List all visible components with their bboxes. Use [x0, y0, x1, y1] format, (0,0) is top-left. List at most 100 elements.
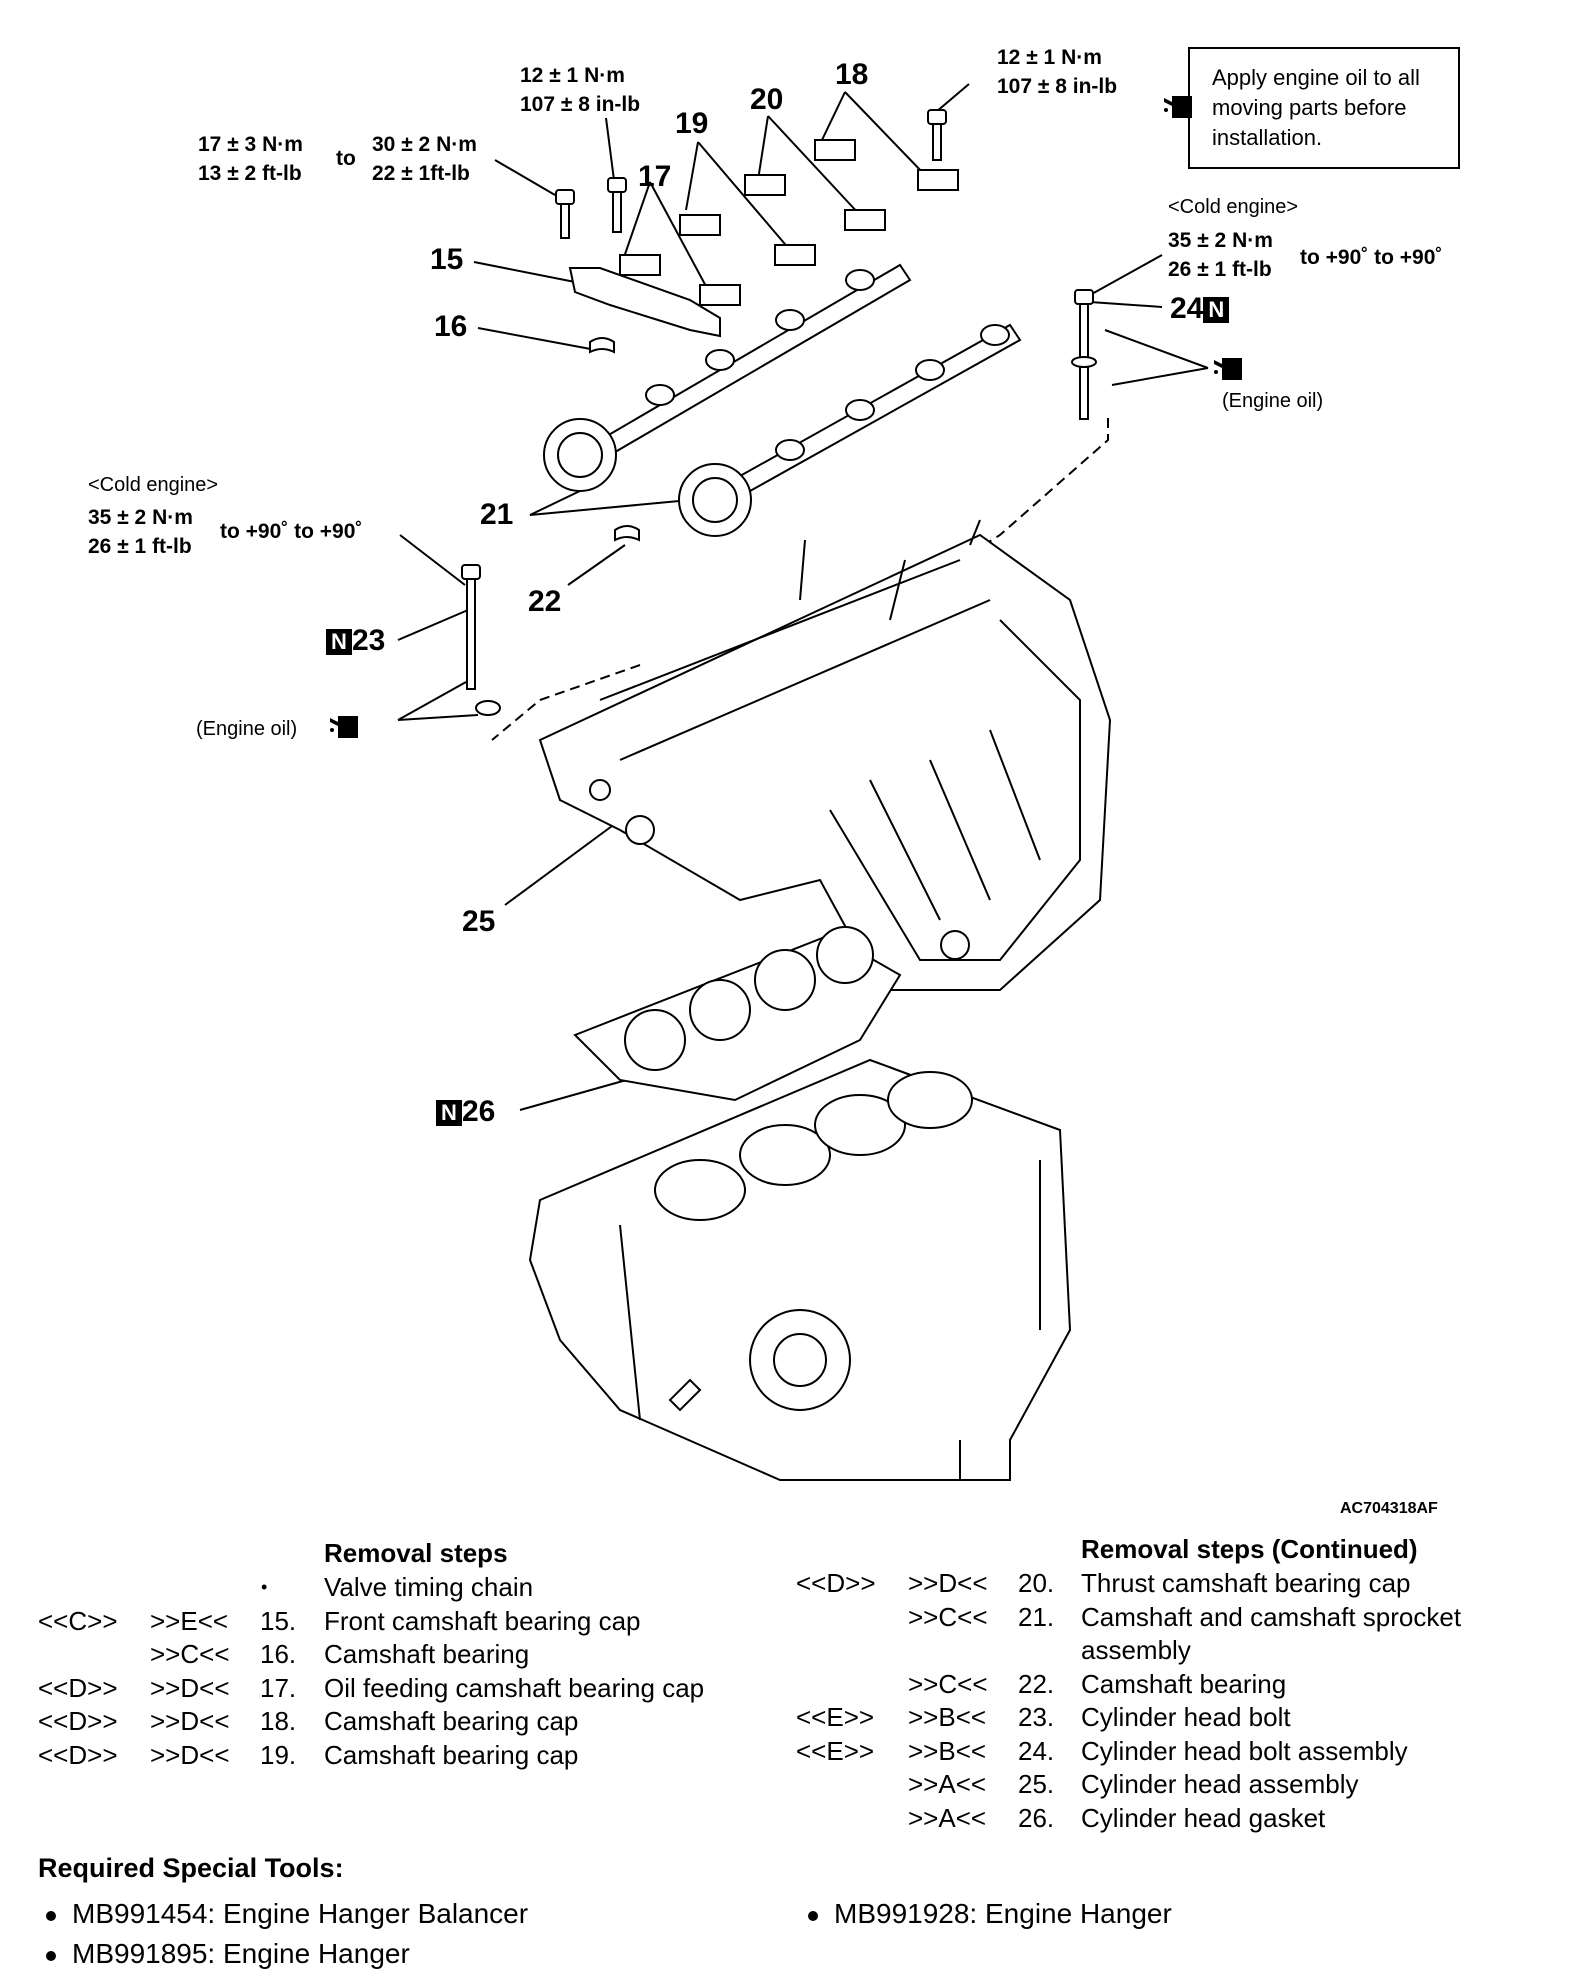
removal-row: >>C<< 22. Camshaft bearing: [796, 1668, 1556, 1702]
callout-22: 22: [528, 585, 562, 618]
removal-row: <<D>> >>D<< 17. Oil feeding camshaft bea…: [38, 1672, 778, 1706]
callout-26-number: 26: [462, 1095, 496, 1128]
thrust-bearing-cap-b: [844, 209, 886, 231]
new-part-tag-23: N: [326, 629, 352, 656]
removal-row: >>C<< 21. Camshaft and camshaft sprocket…: [796, 1601, 1556, 1668]
leader-15: [473, 261, 581, 284]
step-code-b: >>C<<: [908, 1668, 988, 1699]
bolt-17: [607, 177, 627, 233]
bullet-icon: [46, 1950, 56, 1961]
step-code-b: >>D<<: [150, 1672, 230, 1703]
step-number: 24.: [1018, 1735, 1055, 1766]
step-code-a: <<D>>: [38, 1739, 118, 1770]
callout-15: 15: [430, 243, 464, 276]
step-code-b: >>D<<: [150, 1706, 230, 1736]
callout-23-number: 23: [352, 624, 386, 657]
bearing-cap-18a: [814, 139, 856, 161]
removal-row: • Valve timing chain: [38, 1571, 778, 1605]
callout-20: 20: [750, 83, 784, 116]
step-text: Camshaft bearing: [1081, 1668, 1287, 1699]
removal-steps-left: • Valve timing chain <<C>> >>E<< 15. Fro…: [38, 1571, 778, 1772]
engine-oil-note-box: Apply engine oil to all moving parts bef…: [1188, 47, 1460, 169]
step-number: 17.: [260, 1672, 297, 1703]
removal-steps-continued-title: Removal steps (Continued): [1081, 1534, 1418, 1564]
bolt-24: [1071, 289, 1097, 420]
leader-19a: [685, 141, 699, 211]
step-number: 19.: [260, 1739, 297, 1770]
required-tools-title: Required Special Tools:: [38, 1853, 344, 1883]
engine-oil-label-23: (Engine oil): [196, 718, 298, 740]
tool-item: MB991895: Engine Hanger: [38, 1938, 410, 1970]
step-bullet: •: [261, 1577, 268, 1597]
callout-17: 17: [638, 160, 672, 193]
camshaft-exhaust: [678, 323, 1022, 537]
leader-20b: [767, 115, 861, 216]
torque-17-nm: 12 ± 1 N·m: [520, 64, 625, 87]
step-text: Camshaft and camshaft sprocket: [1081, 1601, 1462, 1632]
leader-18a: [821, 91, 846, 141]
oil-can-icon: [1164, 96, 1192, 118]
step-code-b: >>C<<: [908, 1601, 988, 1632]
callout-24-number: 24: [1170, 292, 1204, 325]
step-text: Cylinder head assembly: [1081, 1769, 1359, 1799]
torque-15-to: to: [336, 147, 356, 170]
new-part-tag-24: N: [1203, 297, 1230, 324]
step-code-b: >>C<<: [150, 1639, 230, 1669]
step-code-a: <<D>>: [38, 1672, 118, 1703]
step-text: Cylinder head bolt assembly: [1081, 1735, 1408, 1766]
step-code-b: >>A<<: [908, 1769, 987, 1799]
leader-23-oil-b: [397, 714, 479, 721]
leader-24-oil-b: [1111, 367, 1209, 386]
leader-25: [504, 825, 613, 906]
torque-15b-ft: 22 ± 1ft-lb: [372, 162, 470, 185]
step-text: Oil feeding camshaft bearing cap: [324, 1672, 705, 1703]
tool-item: MB991454: Engine Hanger Balancer: [38, 1898, 528, 1930]
bolt-18: [927, 109, 947, 161]
leader-18b: [844, 91, 926, 176]
thrust-bearing-cap-a: [744, 174, 786, 196]
engine-oil-note-text: Apply engine oil to all moving parts bef…: [1212, 65, 1420, 150]
engine-oil-label-24: (Engine oil): [1222, 390, 1324, 412]
removal-steps-right: <<D>> >>D<< 20. Thrust camshaft bearing …: [796, 1567, 1556, 1835]
callout-21: 21: [480, 498, 514, 531]
cold-engine-24: <Cold engine>: [1168, 196, 1299, 218]
new-part-tag-26: N: [436, 1100, 462, 1127]
torque-15a-nm: 17 ± 3 N·m: [198, 133, 303, 156]
step-text: Valve timing chain: [324, 1572, 534, 1602]
cylinder-block: [528, 1058, 1072, 1481]
leader-17-bolt: [605, 117, 615, 181]
callout-16: 16: [434, 310, 468, 343]
step-number: 21.: [1018, 1601, 1055, 1632]
step-code-b: >>D<<: [908, 1568, 988, 1598]
torque-23-nm: 35 ± 2 N·m: [88, 506, 193, 529]
bolt-23-guide: [491, 664, 641, 741]
step-text: Cylinder head gasket: [1081, 1802, 1326, 1833]
leader-23: [397, 609, 469, 641]
step-number: 22.: [1018, 1668, 1055, 1699]
torque-23-ft: 26 ± 1 ft-lb: [88, 535, 192, 558]
step-number: 15.: [260, 1605, 297, 1636]
step-text: Thrust camshaft bearing cap: [1081, 1568, 1411, 1598]
leader-24: [1089, 301, 1163, 308]
camshaft-bearing-16: [589, 337, 615, 354]
torque-15b-nm: 30 ± 2 N·m: [372, 133, 477, 156]
oil-feeding-bearing-cap-a: [619, 254, 661, 276]
bearing-cap-18b: [917, 169, 959, 191]
step-code-a: <<E>>: [796, 1735, 875, 1766]
step-code-a: <<E>>: [796, 1702, 875, 1732]
step-code-a: <<D>>: [796, 1568, 876, 1598]
leader-22: [567, 544, 626, 586]
leader-18-bolt: [935, 83, 970, 113]
callout-18: 18: [835, 58, 869, 91]
leader-23-oil-a: [397, 681, 467, 721]
tool-item-text: MB991928: Engine Hanger: [834, 1898, 1172, 1929]
cylinder-head-gasket: [573, 926, 902, 1102]
leader-24-oil-a: [1104, 329, 1209, 369]
front-camshaft-bearing-cap: [568, 267, 721, 338]
callout-25: 25: [462, 905, 496, 938]
removal-steps-title: Removal steps: [324, 1538, 508, 1568]
cylinder-head-assembly: [538, 519, 1112, 991]
